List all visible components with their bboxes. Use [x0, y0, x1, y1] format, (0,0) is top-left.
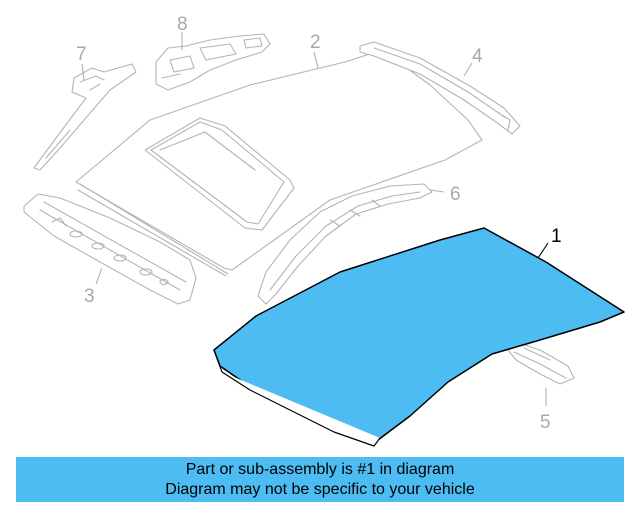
callout-1: 1: [551, 226, 562, 247]
callout-8: 8: [177, 14, 188, 35]
part-8-bracket[interactable]: [155, 33, 271, 91]
callout-6: 6: [450, 184, 461, 205]
part-2-roof-frame[interactable]: [75, 49, 483, 277]
callout-4: 4: [472, 46, 483, 67]
callout-5: 5: [540, 412, 551, 433]
callout-3: 3: [84, 286, 95, 307]
part-3-header[interactable]: [23, 193, 197, 305]
callout-7: 7: [76, 44, 87, 65]
callout-2: 2: [310, 32, 321, 53]
info-banner: Part or sub-assembly is #1 in diagram Di…: [16, 457, 624, 502]
part-1-roof-panel[interactable]: [213, 227, 625, 447]
leader-lines: [81, 32, 549, 406]
banner-line-2: Diagram may not be specific to your vehi…: [165, 480, 475, 498]
part-5-rear-header[interactable]: [507, 343, 575, 385]
part-4-rail[interactable]: [359, 41, 521, 135]
parts-diagram: 1 2 3 4 5 6 7 8: [23, 14, 625, 447]
part-6-rail[interactable]: [257, 183, 433, 305]
part-7-pillar[interactable]: [33, 63, 137, 171]
banner-line-1: Part or sub-assembly is #1 in diagram: [185, 460, 455, 478]
